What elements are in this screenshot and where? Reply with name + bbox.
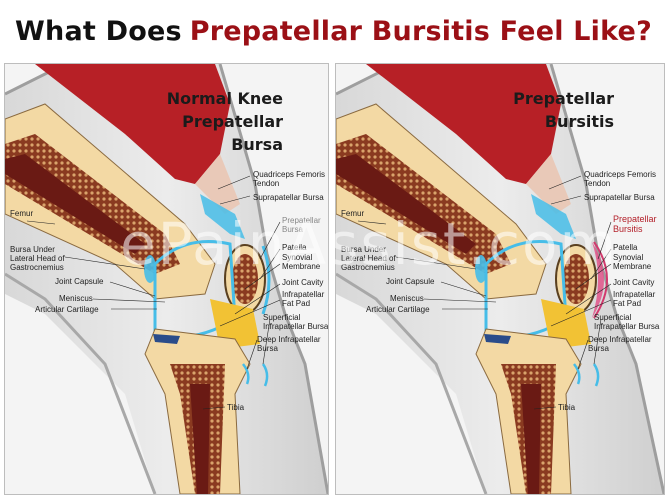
- panel-divider: [329, 60, 333, 500]
- title-part-2: Prepatellar Bursitis Feel Like?: [189, 15, 652, 47]
- suprapatellar-bursa: [200, 194, 245, 239]
- bottom-margin: [0, 495, 667, 500]
- label-meniscus: Meniscus: [59, 294, 93, 303]
- inflamed-prepatellar-bursa: [592, 242, 604, 318]
- quadriceps-tendon: [195, 154, 240, 214]
- panel-heading-line-2: Prepatellar: [182, 112, 283, 131]
- label-infrapatellar-fat-line-1: Infrapatellar: [613, 290, 656, 299]
- label-superficial-line-2: Infrapatellar Bursa: [594, 322, 660, 331]
- back-skin: [336, 272, 488, 494]
- label-articular-cartilage: Articular Cartilage: [366, 305, 430, 314]
- femur-marrow-core: [5, 154, 145, 254]
- infrapatellar-fat-pad: [210, 299, 260, 349]
- label-deep-line-1: Deep Infrapatellar: [257, 335, 321, 344]
- title-part-1: What Does: [15, 15, 182, 47]
- panel-heading-line-2: Bursitis: [545, 112, 614, 131]
- quadriceps-muscle: [35, 64, 230, 184]
- label-deep-line-1: Deep Infrapatellar: [588, 335, 652, 344]
- label-joint-capsule: Joint Capsule: [55, 277, 104, 286]
- gastrocnemius-bursa: [475, 255, 487, 283]
- label-superficial-line-1: Superficial: [263, 313, 301, 322]
- label-bursa-under-line-2: Lateral Head of: [10, 254, 65, 263]
- label-bursa-under-line-3: Gastrocnemius: [341, 263, 395, 272]
- back-skin: [5, 272, 157, 494]
- label-joint-capsule: Joint Capsule: [386, 277, 435, 286]
- label-femur: Femur: [10, 209, 33, 218]
- label-bursa-under-line-1: Bursa Under: [10, 245, 55, 254]
- deep-infrapatellar-bursa: [573, 363, 581, 385]
- panel-heading-line-3: Bursa: [231, 135, 283, 154]
- superficial-infrapatellar-bursa: [592, 363, 600, 387]
- label-infrapatellar-fat-line-2: Fat Pad: [613, 299, 641, 308]
- label-synovial-line-2: Membrane: [613, 262, 652, 271]
- prepatellar-bursa: [261, 245, 271, 315]
- label-patella: Patella: [282, 243, 307, 252]
- leader-lines: [26, 175, 281, 410]
- label-prepatellar-bursitis-line-2: Bursitis: [613, 224, 643, 234]
- label-superficial-line-2: Infrapatellar Bursa: [263, 322, 328, 331]
- label-synovial-line-1: Synovial: [613, 253, 643, 262]
- label-infrapatellar-fat-line-2: Fat Pad: [282, 299, 310, 308]
- label-bursa-under-line-2: Lateral Head of: [341, 254, 396, 263]
- suprapatellar-bursa: [531, 194, 576, 239]
- label-joint-cavity: Joint Cavity: [613, 278, 654, 287]
- quadriceps-tendon: [526, 154, 571, 214]
- label-meniscus: Meniscus: [390, 294, 424, 303]
- label-synovial-line-2: Membrane: [282, 262, 321, 271]
- meniscus: [484, 334, 511, 344]
- label-prepatellar-line-1: Prepatellar: [282, 216, 321, 225]
- leader-lines: [357, 175, 612, 410]
- normal-knee-diagram: Normal Knee Prepatellar Bursa Quadriceps…: [5, 64, 328, 494]
- gastrocnemius-bursa: [144, 255, 156, 283]
- label-patella: Patella: [613, 243, 638, 252]
- bursitis-panel: Prepatellar Bursitis Quadriceps Femoris …: [335, 63, 665, 495]
- label-quadriceps-line-1: Quadriceps Femoris: [584, 170, 656, 179]
- label-quadriceps-line-1: Quadriceps Femoris: [253, 170, 325, 179]
- label-quadriceps-line-2: Tendon: [584, 179, 610, 188]
- label-tibia: Tibia: [558, 403, 576, 412]
- panel-heading-line-1: Normal Knee: [167, 89, 283, 108]
- quadriceps-muscle: [366, 64, 561, 184]
- panel-heading-line-1: Prepatellar: [513, 89, 614, 108]
- superficial-infrapatellar-bursa: [261, 363, 269, 387]
- tibia-marrow-core: [190, 384, 210, 494]
- normal-knee-panel: Normal Knee Prepatellar Bursa Quadriceps…: [4, 63, 329, 495]
- label-prepatellar-bursitis-line-1: Prepatellar: [613, 214, 657, 224]
- label-suprapatellar-bursa: Suprapatellar Bursa: [253, 193, 324, 202]
- label-infrapatellar-fat-line-1: Infrapatellar: [282, 290, 325, 299]
- label-prepatellar-line-2: Bursa: [282, 225, 303, 234]
- label-synovial-line-1: Synovial: [282, 253, 312, 262]
- label-deep-line-2: Bursa: [257, 344, 278, 353]
- label-bursa-under-line-3: Gastrocnemius: [10, 263, 64, 272]
- femur-marrow-core: [336, 154, 476, 254]
- label-tibia: Tibia: [227, 403, 245, 412]
- label-articular-cartilage: Articular Cartilage: [35, 305, 99, 314]
- tibia-marrow-core: [521, 384, 541, 494]
- label-joint-cavity: Joint Cavity: [282, 278, 323, 287]
- meniscus: [153, 334, 180, 344]
- label-suprapatellar-bursa: Suprapatellar Bursa: [584, 193, 655, 202]
- label-quadriceps-line-2: Tendon: [253, 179, 279, 188]
- infrapatellar-fat-pad: [541, 299, 591, 349]
- label-femur: Femur: [341, 209, 364, 218]
- label-deep-line-2: Bursa: [588, 344, 609, 353]
- deep-infrapatellar-bursa: [242, 363, 250, 385]
- bursitis-diagram: Prepatellar Bursitis Quadriceps Femoris …: [336, 64, 664, 494]
- label-bursa-under-line-1: Bursa Under: [341, 245, 386, 254]
- page-title: What Does Prepatellar Bursitis Feel Like…: [0, 0, 667, 62]
- label-superficial-line-1: Superficial: [594, 313, 632, 322]
